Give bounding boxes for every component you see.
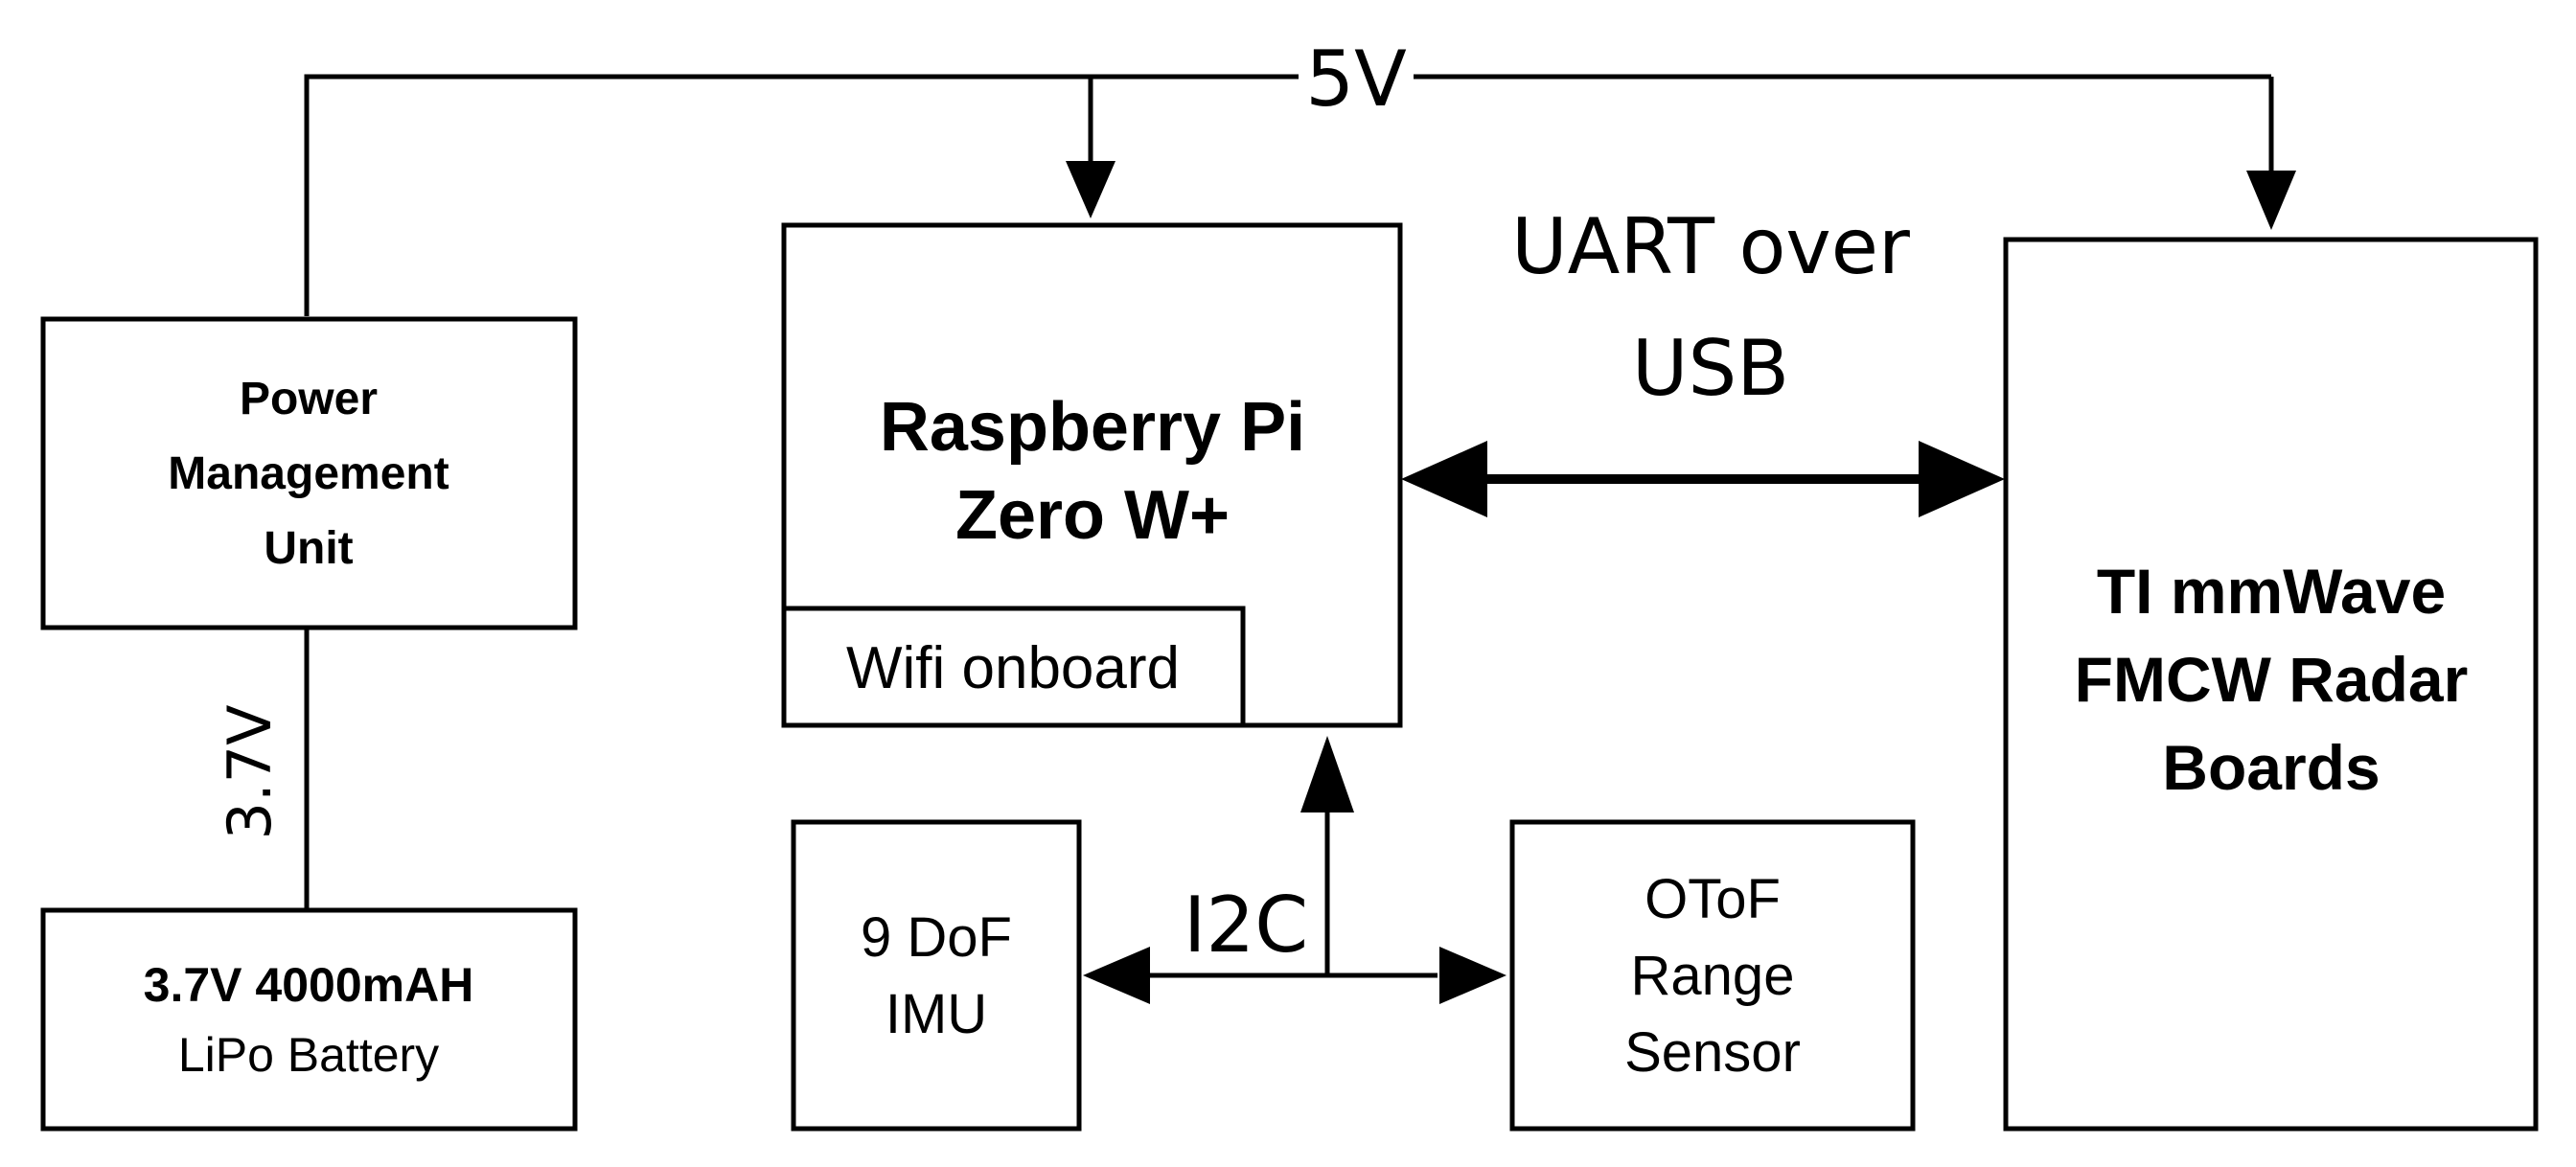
radar-label-line-2: FMCW Radar [2075,644,2469,715]
raspberry-pi-block: Raspberry Pi Zero W+ Wifi onboard [781,222,1403,728]
range-sensor-label-line-2: Range [1631,945,1795,1007]
battery-spec-label: 3.7V 4000mAH [144,958,474,1012]
uart-label-line-1: UART over [1511,202,1910,291]
power-5v-label: 5V [1305,34,1407,124]
arrow-head-uart-left [1401,441,1487,517]
battery-block: 3.7V 4000mAH LiPo Battery [40,907,578,1132]
radar-label-line-1: TI mmWave [2097,556,2446,627]
power-3v7-label: 3.7V [215,704,285,839]
imu-block: 9 DoF IMU [791,819,1082,1132]
range-sensor-block: OToF Range Sensor [1509,819,1916,1132]
arrow-head-i2c-sensor [1439,947,1506,1004]
raspberry-pi-label-line-2: Zero W+ [955,477,1230,554]
wifi-onboard-label: Wifi onboard [846,635,1180,701]
range-sensor-label-line-1: OToF [1644,868,1781,930]
radar-label-line-3: Boards [2162,732,2380,803]
range-sensor-label-line-3: Sensor [1624,1021,1801,1084]
battery-type-label: LiPo Battery [178,1028,439,1082]
arrow-head-i2c-imu [1083,947,1150,1004]
pmu-label-line-3: Unit [264,523,353,574]
arrow-head-i2c-pi [1300,736,1354,812]
raspberry-pi-label-line-1: Raspberry Pi [880,389,1305,466]
pmu-label-line-2: Management [168,448,448,499]
wifi-onboard-subbox [784,606,1246,725]
imu-label-line-2: IMU [886,983,987,1045]
radar-block: TI mmWave FMCW Radar Boards [2003,237,2539,1132]
i2c-label: I2C [1184,881,1308,970]
arrow-head-5v-pi [1066,161,1116,218]
power-management-unit-block: Power Management Unit [40,316,578,630]
uart-label-line-2: USB [1632,324,1789,413]
power-5v-bus-line [304,74,1299,316]
imu-label-line-1: 9 DoF [861,906,1012,969]
arrow-head-5v-radar [2246,171,2296,230]
pmu-label-line-1: Power [240,374,378,424]
arrow-head-uart-right [1919,441,2005,517]
